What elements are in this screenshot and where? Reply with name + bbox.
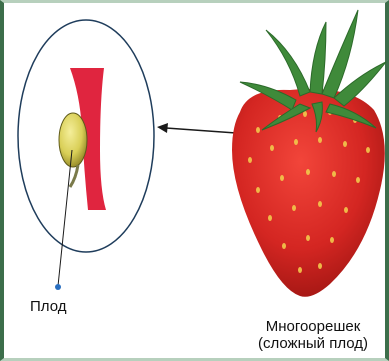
aggregate-fruit-label-line1: Многоорешек [248,318,378,335]
achene-seed [59,113,87,167]
seed-pointer-dot [55,284,61,290]
zoom-arrow-head [157,123,168,133]
aggregate-fruit-label: Многоорешек (сложный плод) [248,318,378,352]
single-fruit-label: Плод [30,298,66,315]
strawberry [232,10,386,297]
magnified-view [18,20,154,252]
aggregate-fruit-label-line2: (сложный плод) [248,335,378,352]
zoom-arrow-line [166,128,236,133]
